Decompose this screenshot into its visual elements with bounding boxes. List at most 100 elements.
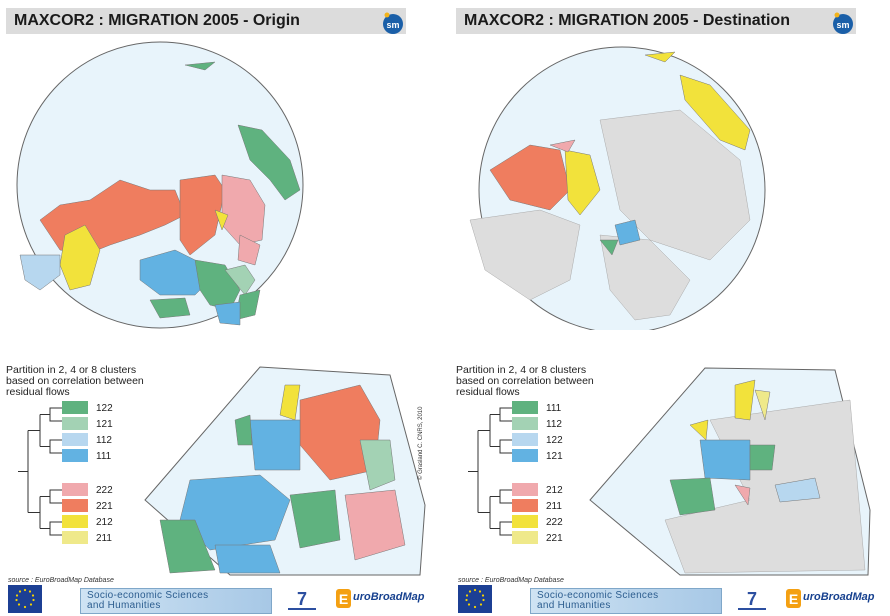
dendrogram-lines	[468, 407, 512, 536]
legend-swatch	[512, 483, 538, 496]
region-shape	[599, 234, 691, 321]
legend-swatch	[62, 483, 88, 496]
region-shape	[774, 477, 821, 503]
region-shape	[749, 444, 776, 471]
legend-label: 221	[96, 501, 113, 512]
eurobroadmap-logo: E uroBroadMap	[335, 587, 435, 613]
legend-swatch	[512, 515, 538, 528]
region-shape	[184, 61, 216, 71]
legend-title: Partition in 2, 4 or 8 clusters based on…	[456, 364, 594, 398]
svg-text:E: E	[789, 591, 798, 607]
legend-label: 111	[96, 451, 112, 462]
legend-dendrogram: 122 121 112 111 222 221 212 211	[18, 401, 113, 544]
region-shape	[149, 297, 191, 319]
map-title: MAXCOR2 : MIGRATION 2005 - Origin	[14, 12, 300, 29]
ssh-logo: Socio-economic Sciences and Humanities	[80, 588, 272, 614]
ism-logo-icon: sm	[833, 12, 853, 34]
copyright-text: © Grasland C. CNRS, 2010	[418, 406, 424, 480]
region-shape	[469, 209, 581, 301]
region-shape	[734, 379, 756, 421]
region-shape	[599, 109, 751, 261]
legend-label: 211	[546, 501, 562, 512]
region-shape	[699, 439, 751, 481]
legend-label: 122	[546, 435, 563, 446]
region-shape	[664, 399, 866, 574]
source-text: source : EuroBroadMap Database	[458, 577, 564, 584]
svg-text:E: E	[339, 591, 348, 607]
region-shape	[214, 544, 281, 574]
region-shape	[224, 264, 256, 296]
ebm-e-icon: E	[786, 589, 801, 608]
legend-swatch	[512, 531, 538, 544]
legend-label: 121	[96, 419, 113, 430]
ebm-e-icon: E	[336, 589, 351, 608]
region-shape	[214, 209, 229, 231]
world-globe-map	[16, 41, 304, 329]
legend-swatch	[62, 401, 88, 414]
region-shape	[179, 174, 226, 256]
svg-text:7: 7	[297, 589, 307, 609]
region-shape	[214, 301, 241, 326]
region-shape	[599, 239, 619, 256]
legend-label: 121	[546, 451, 563, 462]
region-shape	[689, 419, 709, 441]
world-globe-map	[469, 46, 766, 330]
legend-label: 211	[96, 533, 112, 544]
footer-logos: Socio-economic Sciences and Humanities 7…	[0, 585, 440, 616]
source-text: source : EuroBroadMap Database	[8, 577, 114, 584]
legend-swatch	[62, 449, 88, 462]
legend-swatch	[62, 499, 88, 512]
region-shape	[249, 419, 301, 471]
region-shape	[669, 477, 716, 516]
origin-panel: MAXCOR2 : MIGRATION 2005 - Origin sm	[0, 0, 440, 616]
legend-swatch	[512, 417, 538, 430]
legend-label: 112	[546, 419, 562, 430]
legend-label: 111	[546, 403, 562, 414]
legend-label: 221	[546, 533, 563, 544]
legend-label: 212	[96, 517, 113, 528]
legend-label: 222	[546, 517, 563, 528]
svg-text:sm: sm	[386, 20, 399, 30]
title-bar: MAXCOR2 : MIGRATION 2005 - Destination s…	[456, 8, 856, 34]
region-shape	[234, 414, 253, 446]
legend-swatch	[512, 499, 538, 512]
ism-logo-icon: sm	[383, 12, 403, 34]
region-shape	[614, 219, 641, 246]
eu-flag-icon	[8, 585, 42, 613]
legend-swatch	[512, 449, 538, 462]
map-title: MAXCOR2 : MIGRATION 2005 - Destination	[464, 12, 790, 29]
region-shape	[289, 489, 341, 549]
svg-text:sm: sm	[836, 20, 849, 30]
europe-zoom-map	[589, 367, 871, 576]
region-shape	[754, 389, 771, 421]
legend-label: 222	[96, 485, 113, 496]
destination-panel: MAXCOR2 : MIGRATION 2005 - Destination s…	[450, 0, 890, 616]
fp7-logo-icon: 7	[288, 589, 316, 610]
region-shape	[734, 484, 751, 506]
fp7-logo-icon: 7	[738, 589, 766, 610]
eu-flag-icon	[458, 585, 492, 613]
region-shape	[19, 254, 61, 291]
legend-label: 112	[96, 435, 112, 446]
title-bar: MAXCOR2 : MIGRATION 2005 - Origin sm	[6, 8, 406, 34]
region-shape	[549, 139, 576, 153]
dendrogram-lines	[18, 407, 62, 536]
region-shape	[344, 489, 406, 561]
region-shape	[564, 149, 601, 216]
svg-text:7: 7	[747, 589, 757, 609]
legend-swatch	[62, 531, 88, 544]
ssh-logo: Socio-economic Sciences and Humanities	[530, 588, 722, 614]
legend-label: 122	[96, 403, 113, 414]
legend-swatch	[62, 433, 88, 446]
legend-title: Partition in 2, 4 or 8 clusters based on…	[6, 364, 144, 398]
legend-swatch	[62, 515, 88, 528]
legend-swatch	[512, 433, 538, 446]
region-shape	[237, 234, 261, 266]
region-shape	[644, 51, 676, 63]
region-shape	[237, 124, 301, 201]
legend-swatch	[512, 401, 538, 414]
region-shape	[159, 519, 216, 574]
europe-zoom-map	[144, 366, 426, 576]
eurobroadmap-logo: E uroBroadMap	[785, 587, 885, 613]
